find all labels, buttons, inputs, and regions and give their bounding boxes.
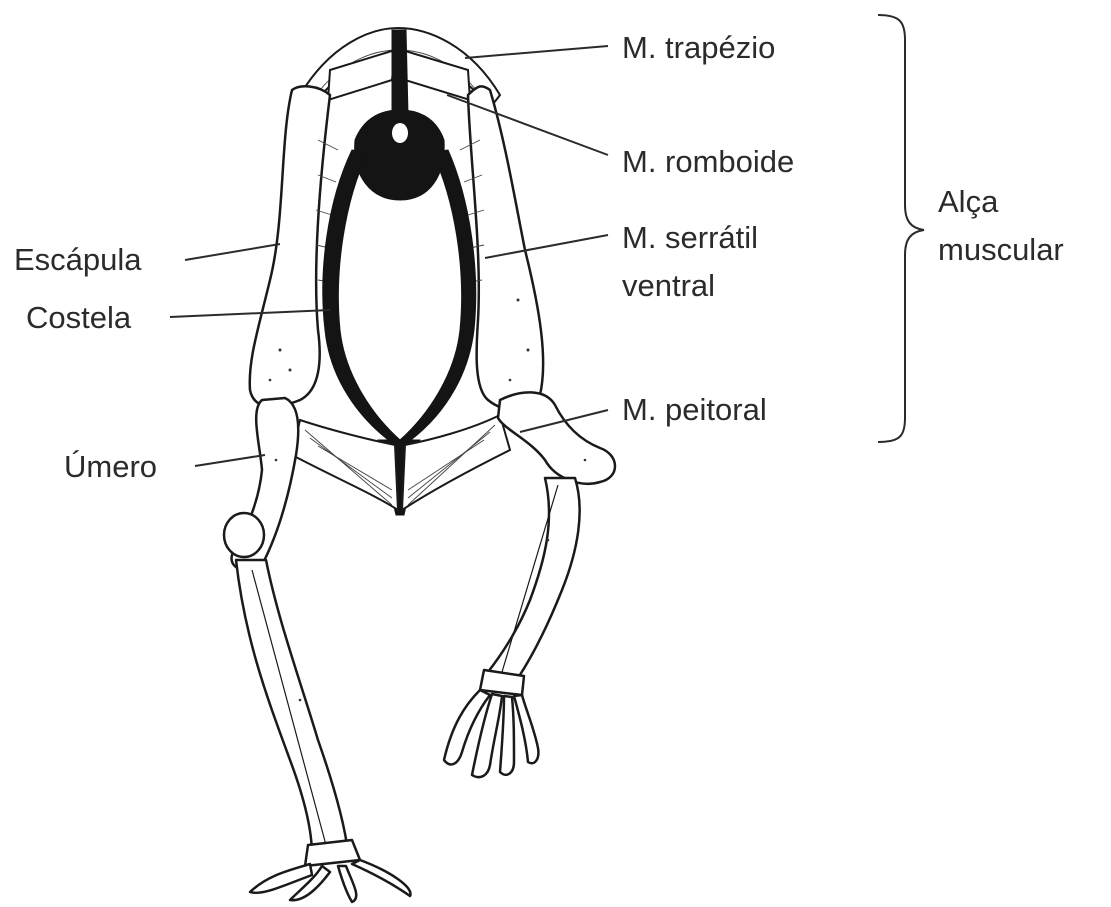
label-alca-line1: Alça [938,184,999,219]
left-forearm-divider [252,570,326,845]
left-elbow [224,513,264,557]
brace-alca-muscular [878,15,924,442]
label-serratil-line1: M. serrátil [622,220,758,255]
label-costela: Costela [26,300,132,335]
right-humerus [498,392,615,483]
leader-umero [195,455,265,466]
label-escapula: Escápula [14,242,142,277]
label-trapezio: M. trapézio [622,30,775,65]
label-romboide: M. romboide [622,144,794,179]
vertebral-foramen [392,123,408,143]
left-digits [250,860,410,902]
left-carpus [305,840,360,866]
label-umero: Úmero [64,449,157,484]
leader-trapezio [465,46,608,58]
label-peitoral: M. peitoral [622,392,767,427]
skeleton-illustration [224,28,615,902]
vertebral-column [392,30,408,115]
left-forearm [236,560,348,855]
label-serratil-line2: ventral [622,268,715,303]
leader-escapula [185,244,280,260]
label-alca-line2: muscular [938,232,1064,267]
right-carpus [480,670,524,695]
right-digits [444,690,538,777]
right-forearm [488,478,580,678]
